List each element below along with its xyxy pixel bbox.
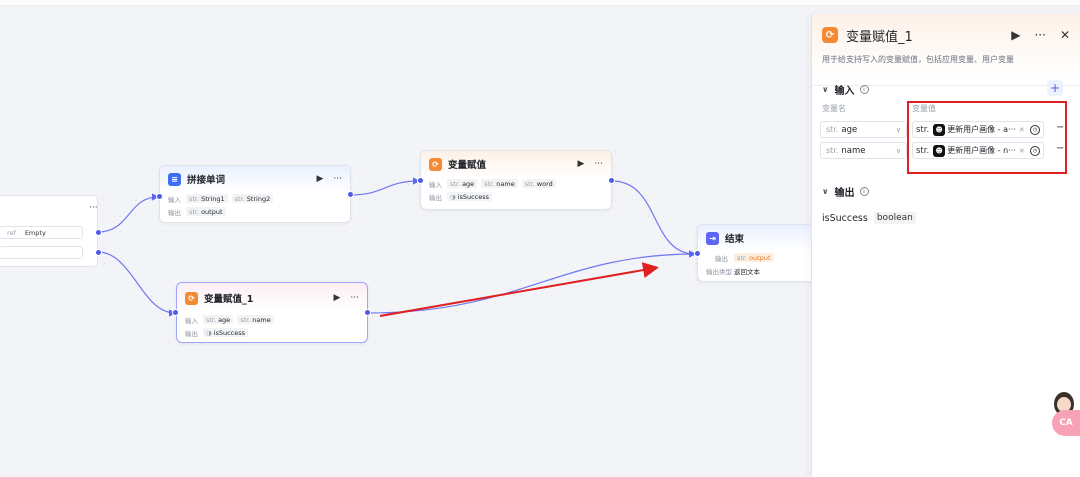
add-variable-button[interactable]: + — [1047, 80, 1063, 96]
edge-concat-to-assign — [349, 177, 421, 196]
text-concat-icon: ≡ — [168, 172, 181, 186]
start-input-field[interactable]: ref Empty — [0, 226, 83, 239]
connection-handle[interactable] — [95, 249, 102, 256]
variable-name-select[interactable]: str. name ∨ — [820, 142, 907, 159]
variable-value-ref[interactable]: str. ☻ 更新用户画像 - a··· ✕ ◷ — [912, 121, 1044, 138]
assistant-badge[interactable]: CA — [1052, 410, 1080, 436]
more-icon[interactable]: ··· — [350, 293, 359, 303]
connection-handle[interactable] — [694, 250, 701, 257]
node-output-row: 输出 ◑isSuccess — [421, 190, 611, 203]
node-variable-assign[interactable]: ⟳ 变量赋值 ▶ ··· 输入 str.age str.name str.wor… — [420, 150, 612, 210]
output-type-badge: boolean — [873, 212, 916, 224]
connection-handle[interactable] — [95, 229, 102, 236]
column-header-value: 变量值 — [912, 104, 936, 113]
connection-handle[interactable] — [347, 191, 354, 198]
input-section-header[interactable]: ∨ 输入 i — [822, 82, 869, 97]
node-input-row: 输入 str.age str.name str.word — [421, 177, 611, 190]
variable-assign-icon: ⟳ — [185, 291, 198, 305]
variable-value-ref[interactable]: str. ☻ 更新用户画像 - n··· ✕ ◷ — [912, 142, 1044, 159]
node-output-row: 输出 str.output — [698, 251, 826, 264]
chevron-down-icon: ∨ — [822, 85, 829, 94]
clock-icon[interactable]: ◷ — [1030, 145, 1040, 156]
more-icon[interactable]: ··· — [89, 203, 98, 213]
run-icon[interactable]: ▶ — [333, 293, 341, 303]
panel-header: ⟳ 变量赋值_1 ▶ ··· ✕ — [822, 26, 1070, 45]
variable-assign-icon: ⟳ — [429, 157, 442, 171]
info-icon[interactable]: i — [859, 85, 869, 94]
end-node-icon: ⇥ — [706, 231, 719, 245]
edge-start-to-concat — [97, 193, 160, 233]
edge-start-to-assign1 — [97, 251, 177, 317]
start-node-partial[interactable]: ··· ref Empty — [0, 195, 98, 267]
remove-row-button[interactable]: − — [1056, 122, 1065, 133]
output-section-header[interactable]: ∨ 输出 i — [822, 184, 869, 199]
assistant-avatar[interactable]: CA — [1052, 392, 1080, 438]
node-output-kind-row: 输出类型 返回文本 — [706, 267, 760, 276]
more-icon[interactable]: ··· — [594, 159, 603, 169]
connection-handle[interactable] — [417, 177, 424, 184]
chevron-down-icon: ∨ — [822, 187, 829, 196]
close-icon[interactable]: ✕ — [1059, 28, 1070, 42]
info-icon[interactable]: i — [859, 187, 869, 196]
run-icon[interactable]: ▶ — [577, 159, 585, 169]
top-bar — [0, 0, 1080, 6]
clock-icon[interactable]: ◷ — [1030, 124, 1040, 135]
plugin-avatar-icon: ☻ — [933, 123, 946, 136]
annotation-red-arrow — [379, 262, 659, 317]
panel-description: 用于给支持写入的变量赋值，包括应用变量、用户变量 — [822, 55, 1014, 64]
node-concat-words[interactable]: ≡ 拼接单词 ▶ ··· 输入 str.String1 str.String2 … — [159, 165, 351, 223]
connection-handle[interactable] — [172, 309, 179, 316]
chevron-down-icon: ∨ — [895, 146, 901, 155]
connection-handle[interactable] — [608, 177, 615, 184]
start-input-field-2[interactable] — [0, 246, 83, 259]
chevron-down-icon: ∨ — [895, 125, 901, 134]
column-header-name: 变量名 — [822, 104, 846, 113]
node-end[interactable]: ⇥ 结束 输出 str.output 输出类型 返回文本 — [697, 224, 827, 282]
variable-assign-icon: ⟳ — [822, 27, 838, 43]
clear-icon[interactable]: ✕ — [1018, 125, 1025, 134]
clear-icon[interactable]: ✕ — [1018, 146, 1025, 155]
plugin-avatar-icon: ☻ — [933, 144, 946, 157]
more-icon[interactable]: ··· — [333, 174, 342, 184]
output-variable: isSuccess boolean — [822, 212, 916, 224]
connection-handle[interactable] — [364, 309, 371, 316]
node-settings-panel: ⟳ 变量赋值_1 ▶ ··· ✕ 用于给支持写入的变量赋值，包括应用变量、用户变… — [811, 14, 1080, 477]
run-icon[interactable]: ▶ — [316, 174, 324, 184]
panel-title[interactable]: 变量赋值_1 — [846, 29, 913, 45]
node-output-row: 输出 str.output — [160, 205, 350, 218]
node-input-row: 输入 str.String1 str.String2 — [160, 192, 350, 205]
run-icon[interactable]: ▶ — [1011, 28, 1021, 42]
node-output-row: 输出 ◑isSuccess — [177, 326, 367, 339]
node-input-row: 输入 str.age str.name — [177, 313, 367, 326]
edge-assign-to-end — [611, 180, 697, 258]
more-icon[interactable]: ··· — [1034, 28, 1046, 42]
variable-row: str. age ∨ str. ☻ 更新用户画像 - a··· ✕ ◷ − — [820, 121, 1068, 138]
annotation-highlight-box — [907, 101, 1067, 174]
edge-assign1-to-end — [367, 250, 697, 314]
remove-row-button[interactable]: − — [1056, 143, 1065, 154]
node-variable-assign-1[interactable]: ⟳ 变量赋值_1 ▶ ··· 输入 str.age str.name 输出 ◑i… — [176, 282, 368, 343]
connection-handle[interactable] — [156, 193, 163, 200]
variable-row: str. name ∨ str. ☻ 更新用户画像 - n··· ✕ ◷ − — [820, 142, 1068, 159]
variable-name-select[interactable]: str. age ∨ — [820, 121, 907, 138]
